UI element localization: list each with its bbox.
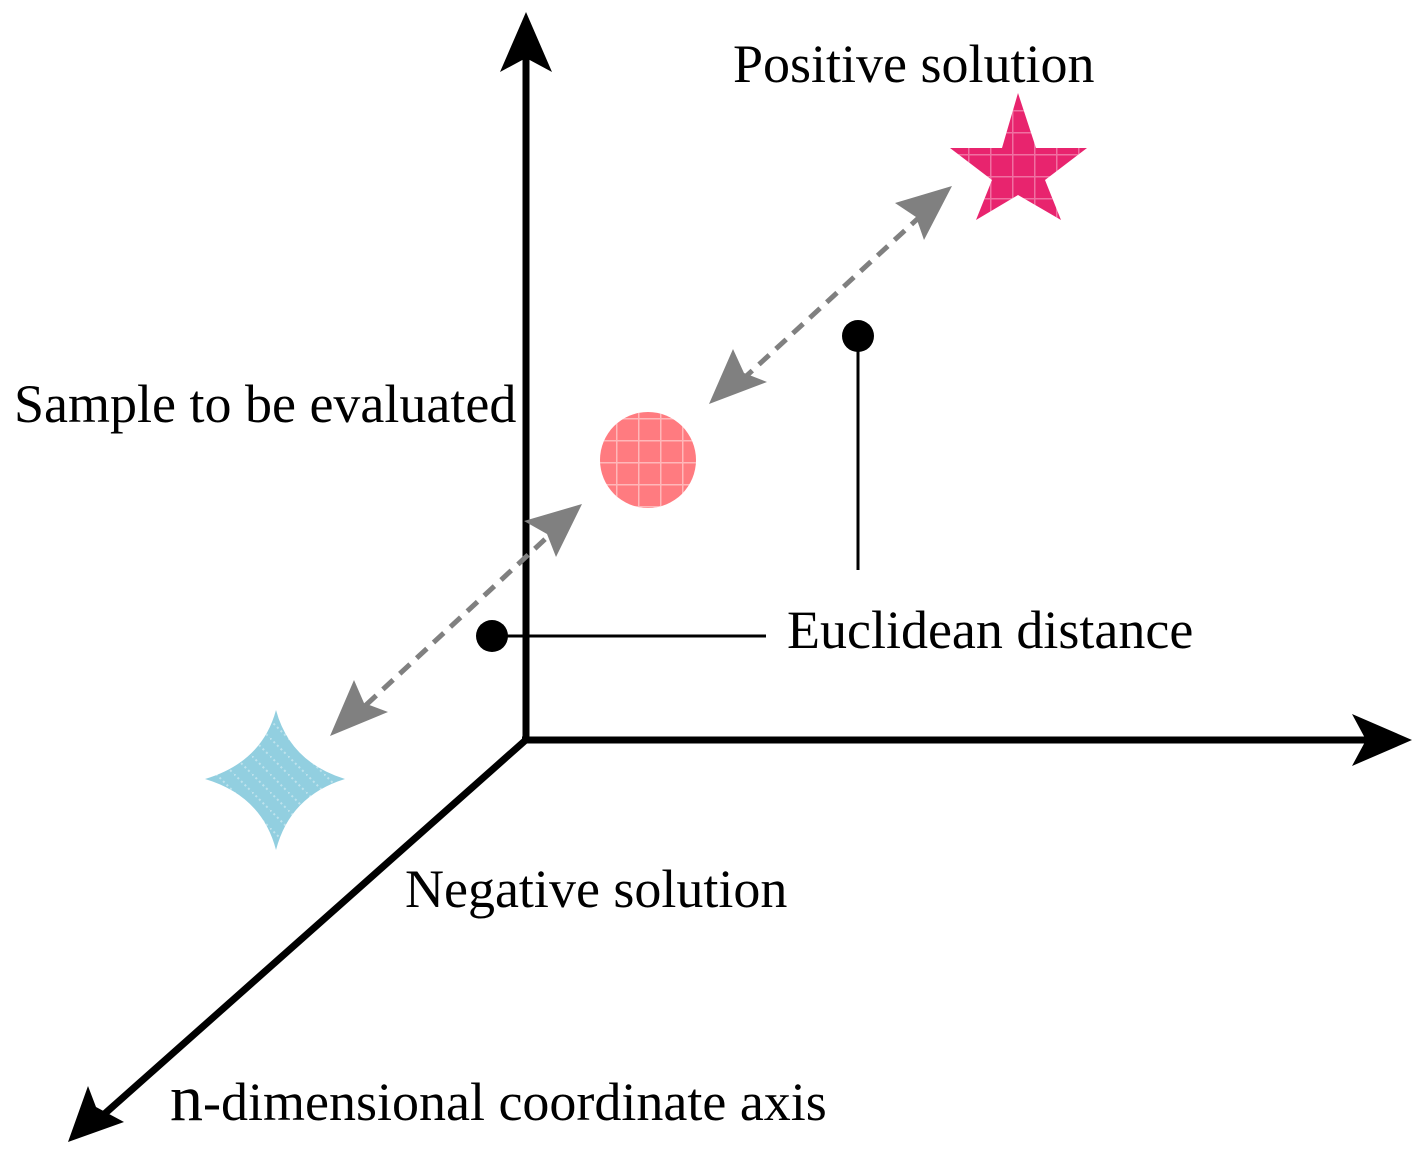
positive-distance-arrowhead-top [895, 186, 952, 240]
negative-solution-star-icon [205, 710, 345, 850]
axis-label-n: n [170, 1062, 203, 1135]
distance-arrows [330, 186, 952, 736]
negative-distance-arrowhead-bottom [330, 680, 388, 736]
depth-axis [89, 735, 531, 1128]
vertical-axis-arrowhead [500, 12, 552, 72]
sample-label: Sample to be evaluated [14, 374, 516, 434]
negative-distance-arrowhead-top [524, 504, 582, 557]
positive-distance-line [740, 210, 927, 382]
positive-solution-star-icon [950, 93, 1087, 220]
euclidean-callouts [476, 320, 874, 652]
euclidean-distance-label: Euclidean distance [787, 600, 1193, 660]
horizontal-axis-arrowhead [1352, 714, 1412, 766]
sample-circle-icon [600, 412, 696, 508]
negative-distance-line [364, 528, 557, 707]
axis-label-rest: -dimensional coordinate axis [203, 1072, 827, 1132]
negative-solution-label: Negative solution [405, 859, 787, 919]
positive-solution-label: Positive solution [733, 34, 1095, 94]
axes [68, 12, 1412, 1142]
axis-label: n-dimensional coordinate axis [170, 1062, 827, 1135]
positive-distance-arrowhead-bottom [709, 349, 767, 404]
depth-axis-arrowhead [68, 1086, 124, 1142]
